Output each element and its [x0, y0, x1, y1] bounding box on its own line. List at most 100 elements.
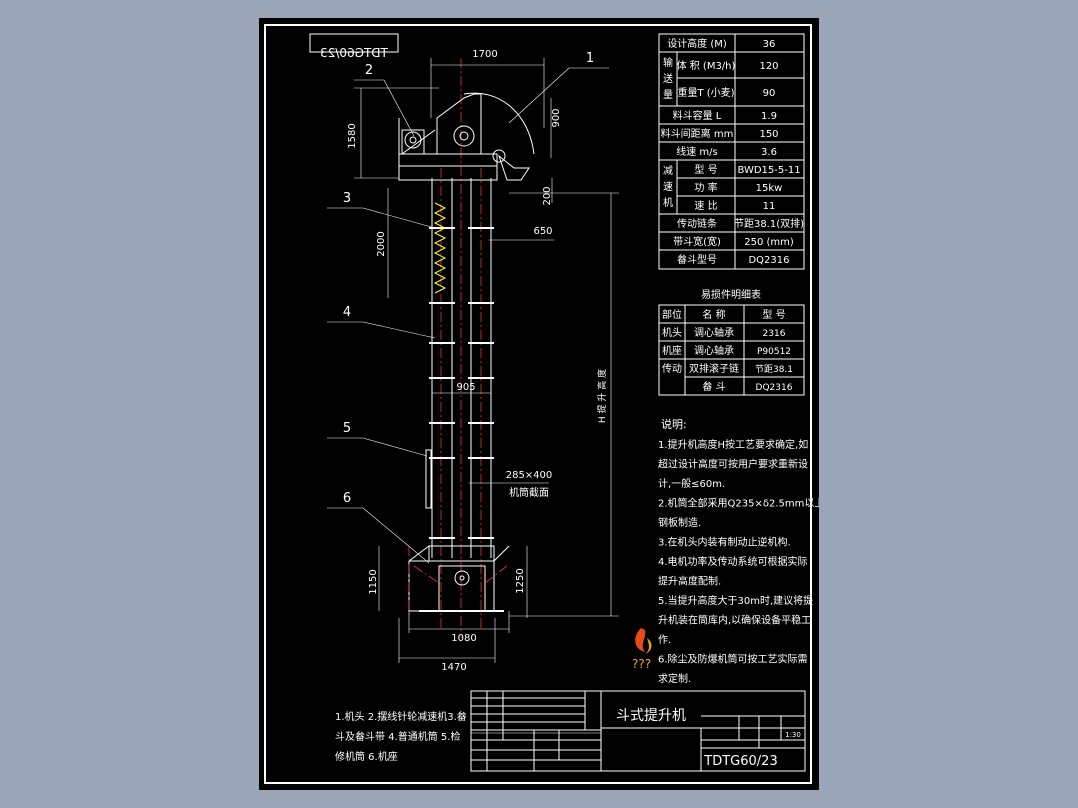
- notes-line: 5.当提升高度大于30m时,建议将提: [658, 594, 813, 607]
- dim-650: 650: [533, 226, 552, 237]
- balloon-2: 2: [354, 63, 415, 137]
- notes-line: 6.除尘及防爆机筒可按工艺实际需: [658, 653, 808, 666]
- spec-value: 15kw: [756, 183, 783, 194]
- dim-200: 200: [542, 186, 553, 205]
- casing-section-label: 机筒截面: [509, 486, 549, 499]
- parts-header: 名 称: [702, 308, 725, 321]
- flame-icon: [635, 628, 652, 654]
- dim-1150: 1150: [368, 569, 379, 594]
- spec-value: 250 (mm): [744, 237, 794, 248]
- balloon-5: 5: [327, 421, 428, 457]
- parts-header: 部位: [662, 308, 682, 321]
- drawing-frame: [264, 24, 812, 784]
- dim-1580: 1580: [347, 123, 358, 148]
- notes-line: 升机装在筒库内,以确保设备平稳工: [658, 614, 811, 627]
- drawing-sheet: TDTG60/23: [259, 18, 824, 790]
- spec-value: 3.6: [761, 147, 777, 158]
- title-block: [470, 690, 806, 772]
- dim-1700: 1700: [472, 49, 497, 60]
- spec-table: [658, 33, 805, 270]
- spec-group-label: 送: [663, 72, 673, 85]
- spec-label: 设计高度 (M): [667, 37, 727, 50]
- notes: 说明: 1.提升机高度H按工艺要求确定,如超过设计高度可按用户要求重新设计,一般…: [658, 417, 824, 685]
- watermark: ???: [632, 657, 651, 671]
- parts-row-model: 2316: [763, 329, 786, 339]
- notes-line: 钢板制造.: [658, 516, 701, 529]
- balloon-4: 4: [327, 305, 436, 339]
- notes-line: 提升高度配制.: [658, 575, 721, 588]
- dim-905: 905: [456, 382, 475, 393]
- spec-label: 料斗容量 L: [673, 109, 722, 122]
- svg-text:4: 4: [343, 305, 351, 320]
- svg-text:6: 6: [343, 491, 351, 506]
- balloon-1: 1: [508, 51, 609, 124]
- parts-row-model: DQ2316: [756, 383, 793, 393]
- notes-line: 1.提升机高度H按工艺要求确定,如: [658, 438, 808, 451]
- svg-text:3: 3: [343, 191, 351, 206]
- bucket-chain: [433, 202, 447, 294]
- spec-label: 畚斗型号: [677, 253, 717, 266]
- drawing-title: 斗式提升机: [616, 708, 686, 724]
- spec-group-label: 机: [663, 196, 673, 209]
- spec-value: 1.9: [761, 111, 777, 122]
- lift-height-label: H 提 升 高 度: [596, 369, 608, 423]
- drawing-code: TDTG60/23: [703, 754, 777, 769]
- spec-value: 节距38.1(双排): [734, 217, 804, 230]
- spec-table-text: 设计高度 (M)36体 积 (M3/h)120输送量重量T (小麦)90料斗容量…: [661, 37, 804, 266]
- spec-group-label: 量: [663, 89, 673, 101]
- dim-900: 900: [551, 108, 562, 127]
- dim-2000: 2000: [376, 231, 387, 256]
- notes-line: 计,一般≤60m.: [658, 477, 725, 490]
- notes-heading: 说明:: [661, 417, 687, 431]
- notes-line: 超过设计高度可按用户要求重新设: [658, 458, 808, 471]
- parts-row-part: 机头: [662, 326, 682, 339]
- notes-line: 4.电机功率及传动系统可根据实际: [658, 555, 808, 568]
- spec-label: 带斗宽(宽): [673, 235, 721, 248]
- spec-value: 36: [763, 39, 776, 50]
- svg-text:5: 5: [343, 421, 351, 436]
- balloon-3: 3: [327, 191, 436, 229]
- notes-line: 2.机筒全部采用Q235×δ2.5mm以上: [658, 497, 819, 510]
- spec-group-label: 输: [663, 56, 673, 69]
- parts-row-model: P90512: [757, 347, 791, 357]
- dim-1080: 1080: [451, 633, 476, 644]
- parts-row-name: 畚 斗: [702, 380, 725, 393]
- elevator-head: [398, 92, 535, 181]
- spec-label: 体 积 (M3/h): [677, 60, 736, 72]
- balloon-6: 6: [327, 491, 430, 564]
- notes-line: 求定制.: [658, 672, 691, 685]
- elevator-boot: [408, 545, 510, 618]
- spec-group-label: 速: [663, 181, 673, 193]
- parts-table-title: 易损件明细表: [701, 288, 761, 301]
- legend-line: 修机筒 6.机座: [335, 750, 398, 763]
- legend-line: 1.机头 2.摆线针轮减速机3.畚: [335, 710, 467, 723]
- parts-row-name: 双排滚子链: [689, 362, 739, 375]
- spec-label: 重量T (小麦): [677, 86, 734, 99]
- spec-value: DQ2316: [748, 255, 789, 266]
- casing-section-size: 285×400: [506, 470, 553, 481]
- notes-line: 3.在机头内装有制动止逆机构.: [658, 536, 791, 549]
- spec-label: 速 比: [694, 200, 717, 212]
- parts-header: 型 号: [762, 308, 785, 321]
- notes-line: 作.: [658, 634, 671, 646]
- parts-table: [658, 304, 805, 396]
- spec-label: 型 号: [694, 163, 717, 176]
- parts-row-part: 传动: [662, 363, 682, 375]
- spec-label: 线速 m/s: [676, 145, 718, 158]
- parts-row-name: 调心轴承: [694, 344, 734, 357]
- svg-text:1: 1: [586, 51, 594, 66]
- parts-row-name: 调心轴承: [694, 326, 734, 339]
- rotated-code-box: TDTG60/23: [309, 33, 399, 60]
- drawing-scale: 1:30: [785, 731, 801, 739]
- dim-1250: 1250: [515, 568, 526, 593]
- svg-text:2: 2: [365, 63, 373, 78]
- parts-table-text: 部位 名 称 型 号机头调心轴承 2316 机座调心轴承 P90512 传动双排滚子链 节距3…: [662, 308, 793, 393]
- parts-row-part: 机座: [662, 344, 682, 357]
- spec-group-label: 减: [663, 165, 673, 177]
- spec-label: 传动链条: [677, 217, 717, 230]
- rotated-drawing-code: TDTG60/23: [320, 46, 389, 60]
- spec-label: 功 率: [694, 181, 717, 194]
- parts-row-model: 节距38.1: [755, 364, 793, 375]
- spec-value: BWD15-5-11: [737, 165, 800, 176]
- spec-value: 90: [763, 88, 776, 99]
